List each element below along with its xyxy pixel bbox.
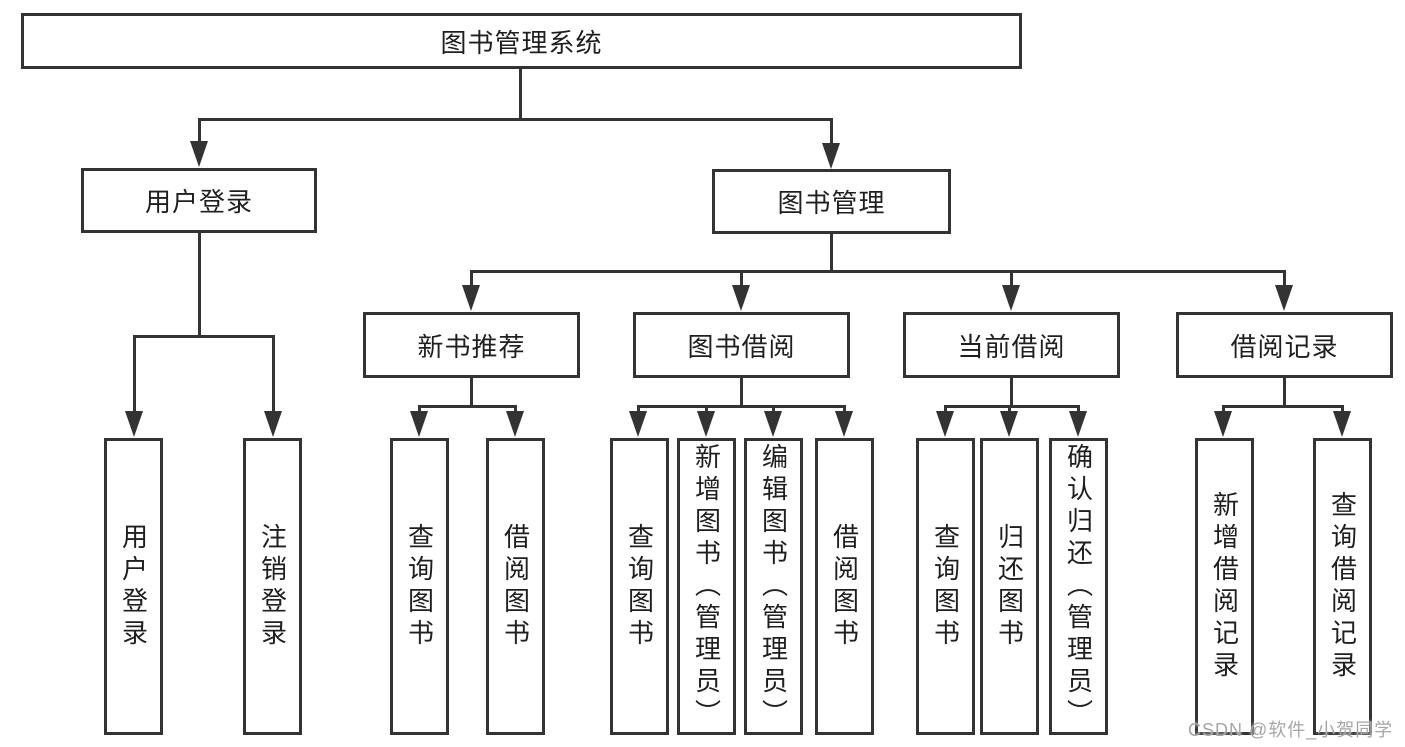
- connector-drop: [470, 272, 473, 288]
- leaf-label: 新增借阅记录: [1209, 490, 1240, 683]
- connector-drop: [1283, 272, 1286, 288]
- connector-drop: [514, 407, 517, 414]
- leaf-label: 借阅图书: [500, 522, 531, 651]
- arrow-down-icon: [462, 285, 480, 311]
- connector-book-borrowing-rail: [637, 405, 846, 408]
- node-borrowing-records: 借阅记录: [1176, 312, 1393, 378]
- node-label: 图书管理系统: [440, 27, 603, 58]
- connector-root-stem: [519, 69, 522, 120]
- connector-new-book-stem: [470, 378, 473, 407]
- arrow-down-icon: [835, 411, 853, 437]
- leaf-confirm-return-admin: 确认归还（管理员）: [1049, 438, 1108, 735]
- leaf-label: 查询图书: [404, 522, 435, 651]
- connector-drop: [133, 337, 136, 414]
- arrow-down-icon: [697, 411, 715, 437]
- leaf-label: 查询借阅记录: [1327, 490, 1358, 683]
- leaf-query-books-1: 查询图书: [390, 438, 449, 735]
- connector-drop: [1222, 407, 1225, 414]
- leaf-user-login: 用户登录: [104, 438, 163, 735]
- node-book-borrowing: 图书借阅: [633, 312, 850, 378]
- leaf-label: 查询图书: [930, 522, 961, 651]
- arrow-down-icon: [732, 285, 750, 311]
- leaf-logout: 注销登录: [243, 438, 302, 735]
- node-label: 图书借阅: [687, 331, 796, 362]
- leaf-label: 查询图书: [624, 522, 655, 651]
- connector-drop: [843, 407, 846, 414]
- connector-user-login-rail: [133, 335, 275, 338]
- leaf-label: 注销登录: [257, 522, 288, 651]
- node-label: 当前借阅: [957, 331, 1066, 362]
- arrow-down-icon: [125, 411, 143, 437]
- arrow-down-icon: [1333, 411, 1351, 437]
- connector-drop: [1008, 407, 1011, 414]
- connector-current-borrowing-rail: [944, 405, 1080, 408]
- connector-level3-rail: [470, 270, 1286, 273]
- connector-current-borrowing-stem: [1010, 378, 1013, 407]
- leaf-label: 用户登录: [118, 522, 149, 651]
- connector-drop: [637, 407, 640, 414]
- connector-book-mgmt-stem: [830, 234, 833, 272]
- csdn-watermark: CSDN @软件_小贺同学: [1188, 720, 1394, 740]
- leaf-query-books-3: 查询图书: [916, 438, 975, 735]
- connector-drop: [1077, 407, 1080, 414]
- arrow-down-icon: [936, 411, 954, 437]
- arrow-down-icon: [822, 143, 840, 169]
- leaf-label: 编辑图书（管理员）: [758, 442, 789, 731]
- node-label: 用户登录: [144, 187, 253, 217]
- leaf-query-borrow-record: 查询借阅记录: [1313, 438, 1372, 735]
- leaf-return-books: 归还图书: [980, 438, 1039, 735]
- connector-book-borrowing-stem: [740, 378, 743, 407]
- leaf-add-borrow-record: 新增借阅记录: [1195, 438, 1254, 735]
- arrow-down-icon: [629, 411, 647, 437]
- connector-drop: [772, 407, 775, 414]
- node-label: 借阅记录: [1230, 331, 1339, 362]
- node-label: 新书推荐: [417, 331, 526, 362]
- node-user-login: 用户登录: [81, 168, 317, 233]
- connector-user-login-drop: [198, 120, 201, 142]
- connector-drop: [944, 407, 947, 414]
- connector-drop: [705, 407, 708, 414]
- arrow-down-icon: [506, 411, 524, 437]
- arrow-down-icon: [1069, 411, 1087, 437]
- arrow-down-icon: [264, 411, 282, 437]
- connector-drop: [418, 407, 421, 414]
- leaf-edit-books-admin: 编辑图书（管理员）: [744, 438, 803, 735]
- arrow-down-icon: [1275, 285, 1293, 311]
- arrow-down-icon: [1000, 411, 1018, 437]
- connector-user-login-stem: [198, 233, 201, 337]
- leaf-label: 新增图书（管理员）: [691, 442, 722, 731]
- connector-drop: [272, 337, 275, 414]
- connector-borrowing-records-stem: [1283, 378, 1286, 407]
- node-book-management: 图书管理: [712, 169, 951, 234]
- connector-drop: [740, 272, 743, 288]
- leaf-label: 确认归还（管理员）: [1063, 442, 1094, 731]
- arrow-down-icon: [764, 411, 782, 437]
- arrow-down-icon: [190, 141, 208, 167]
- arrow-down-icon: [1214, 411, 1232, 437]
- leaf-label: 归还图书: [994, 522, 1025, 651]
- arrow-down-icon: [410, 411, 428, 437]
- connector-book-mgmt-drop: [830, 120, 833, 144]
- leaf-add-books-admin: 新增图书（管理员）: [677, 438, 736, 735]
- connector-new-book-rail: [418, 405, 517, 408]
- leaf-borrow-books-2: 借阅图书: [815, 438, 874, 735]
- connector-drop: [1010, 272, 1013, 288]
- connector-drop: [1341, 407, 1344, 414]
- connector-level2-rail: [198, 118, 833, 121]
- connector-borrowing-records-rail: [1222, 405, 1344, 408]
- node-label: 图书管理: [777, 188, 886, 218]
- node-current-borrowing: 当前借阅: [903, 312, 1120, 378]
- leaf-borrow-books-1: 借阅图书: [486, 438, 545, 735]
- node-library-management-system: 图书管理系统: [21, 13, 1022, 69]
- leaf-query-books-2: 查询图书: [610, 438, 669, 735]
- node-new-book-recommendation: 新书推荐: [363, 312, 580, 378]
- arrow-down-icon: [1002, 285, 1020, 311]
- leaf-label: 借阅图书: [829, 522, 860, 651]
